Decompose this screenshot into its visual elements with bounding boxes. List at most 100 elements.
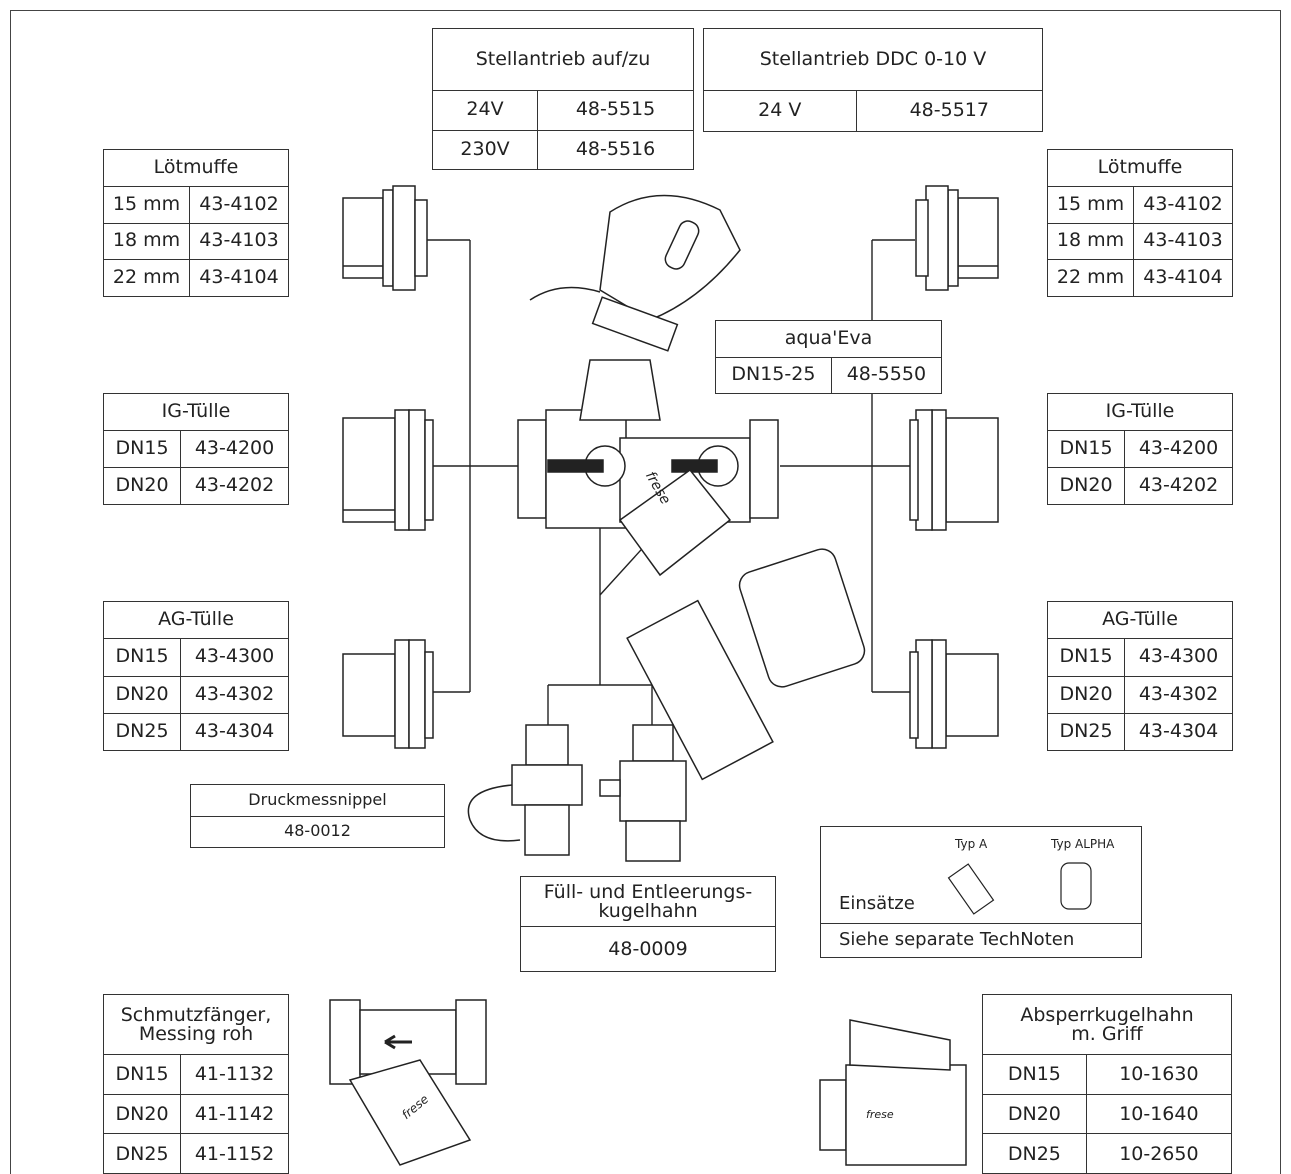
table-cell: 43-4304 bbox=[1124, 712, 1233, 752]
table-cell: 43-4102 bbox=[188, 185, 290, 224]
title-line: kugelhahn bbox=[598, 899, 698, 922]
table-cell: 43-4300 bbox=[1124, 638, 1233, 677]
absperrkugelhahn-part bbox=[819, 1019, 967, 1166]
einsaetze-box: Einsätze Typ A Typ ALPHA Siehe separate … bbox=[820, 826, 1142, 958]
typ-a-image bbox=[947, 863, 995, 915]
table-cell: DN20 bbox=[102, 1093, 182, 1135]
table-title: AG-Tülle bbox=[1047, 600, 1233, 640]
table-cell: 24V bbox=[431, 90, 539, 131]
table-cell: DN25 bbox=[102, 712, 182, 752]
einsaetze-label: Einsätze bbox=[839, 893, 915, 914]
table-title: Lötmuffe bbox=[1047, 149, 1233, 187]
typ-a-label: Typ A bbox=[955, 837, 988, 851]
table-title: aqua'Eva bbox=[715, 320, 942, 358]
table-cell: 48-5517 bbox=[855, 90, 1044, 132]
table-cell: DN15 bbox=[102, 638, 182, 677]
table-cell: 48-5515 bbox=[537, 90, 694, 131]
table-cell: 43-4200 bbox=[180, 430, 289, 468]
table-cell: 22 mm bbox=[1047, 259, 1134, 297]
table-cell: 10-1630 bbox=[1085, 1054, 1233, 1095]
ig-tuelle-right-part bbox=[909, 409, 999, 531]
table-title: Füll- und Entleerungs-kugelhahn bbox=[520, 876, 776, 927]
druckmessnippel-table: Druckmessnippel 48-0012 bbox=[190, 784, 445, 848]
table-title: Schmutzfänger,Messing roh bbox=[103, 994, 289, 1055]
table-cell: 18 mm bbox=[103, 222, 190, 261]
table-cell: DN20 bbox=[102, 675, 182, 714]
table-cell: DN15 bbox=[1046, 638, 1126, 677]
table-cell: 41-1132 bbox=[180, 1054, 289, 1095]
table-title: Lötmuffe bbox=[103, 149, 289, 187]
typ-alpha-image bbox=[1060, 862, 1092, 910]
table-title: AG-Tülle bbox=[103, 600, 289, 640]
title-line: Füll- und Entleerungs- bbox=[543, 881, 753, 904]
fuellhahn-part bbox=[599, 724, 687, 862]
table-title: Stellantrieb auf/zu bbox=[432, 28, 694, 91]
table-cell: DN25 bbox=[1046, 712, 1126, 752]
central-valve-part bbox=[517, 359, 779, 577]
table-cell: DN15 bbox=[1046, 430, 1126, 468]
table-cell: 43-4202 bbox=[180, 467, 289, 505]
title-line: m. Griff bbox=[1071, 1022, 1143, 1045]
table-cell: 43-4103 bbox=[1132, 222, 1234, 261]
table-title: IG-Tülle bbox=[1047, 393, 1233, 431]
table-title: Druckmessnippel bbox=[190, 784, 445, 817]
table-cell: DN20 bbox=[982, 1093, 1087, 1135]
title-line: Messing roh bbox=[138, 1022, 254, 1045]
insert-alpha-part bbox=[738, 548, 866, 688]
table-cell: 43-4302 bbox=[1124, 675, 1233, 714]
table-cell: 43-4104 bbox=[1132, 259, 1234, 297]
table-cell: DN20 bbox=[1046, 467, 1126, 505]
table-cell: 15 mm bbox=[103, 185, 190, 224]
insert-a-part bbox=[626, 599, 774, 781]
table-cell: 41-1142 bbox=[180, 1093, 289, 1135]
einsaetze-note: Siehe separate TechNoten bbox=[839, 929, 1075, 950]
druckmessnippel-part bbox=[467, 724, 583, 856]
table-cell: DN15 bbox=[102, 1054, 182, 1095]
table-cell: 43-4202 bbox=[1124, 467, 1233, 505]
loetmuffe-right-part bbox=[915, 185, 999, 291]
table-title: Stellantrieb DDC 0-10 V bbox=[703, 28, 1043, 91]
table-cell: DN20 bbox=[1046, 675, 1126, 714]
table-cell: 43-4104 bbox=[188, 259, 290, 297]
table-cell: DN25 bbox=[102, 1133, 182, 1174]
einsaetze-header: Einsätze Typ A Typ ALPHA bbox=[821, 827, 1141, 924]
fuellhahn-table: Füll- und Entleerungs-kugelhahn 48-0009 bbox=[520, 876, 776, 972]
einsaetze-images bbox=[947, 862, 1092, 915]
table-cell: 10-1640 bbox=[1085, 1093, 1233, 1135]
loetmuffe-left-part bbox=[342, 185, 428, 291]
title-line: Schmutzfänger, bbox=[120, 1004, 272, 1027]
table-cell: 41-1152 bbox=[180, 1133, 289, 1174]
typ-alpha-label: Typ ALPHA bbox=[1051, 837, 1115, 851]
table-cell: DN20 bbox=[102, 467, 182, 505]
table-cell: DN15 bbox=[102, 430, 182, 468]
drawing-frame bbox=[10, 10, 1281, 1174]
table-cell: 10-2650 bbox=[1085, 1133, 1233, 1174]
table-title: IG-Tülle bbox=[103, 393, 289, 431]
table-cell: 43-4302 bbox=[180, 675, 289, 714]
table-cell: 15 mm bbox=[1047, 185, 1134, 224]
ag-tuelle-left-part bbox=[342, 639, 434, 749]
table-cell: DN15 bbox=[982, 1054, 1087, 1095]
title-line: Absperrkugelhahn bbox=[1020, 1004, 1194, 1027]
table-cell: 48-5550 bbox=[830, 356, 943, 394]
ig-tuelle-left-part bbox=[342, 409, 434, 531]
table-cell: DN15-25 bbox=[715, 356, 832, 394]
table-cell: 43-4304 bbox=[180, 712, 289, 752]
table-cell: 43-4300 bbox=[180, 638, 289, 677]
table-cell: DN25 bbox=[982, 1133, 1087, 1174]
table-cell: 48-0012 bbox=[190, 815, 445, 848]
table-cell: 18 mm bbox=[1047, 222, 1134, 261]
table-cell: 43-4103 bbox=[188, 222, 290, 261]
